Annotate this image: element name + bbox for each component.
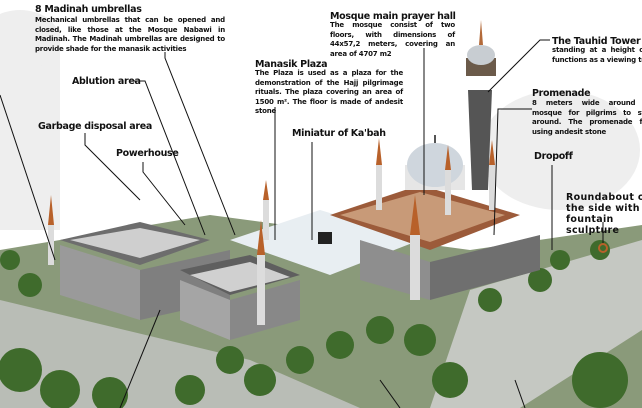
tauhid-tower-title: The Tauhid Tower: [552, 36, 641, 47]
ablution-area-label: Ablution area: [72, 76, 141, 87]
background-ghost-building: [0, 10, 640, 230]
roundabout-label: Roundabout on the side with a fountain s…: [566, 192, 642, 236]
prayer-hall-title: Mosque main prayer hall: [330, 11, 456, 22]
leader-lines: [0, 39, 604, 408]
kabah-miniature-label: Miniatur of Ka'bah: [292, 128, 386, 139]
minarets: [48, 138, 495, 325]
tauhid-tower: [466, 20, 496, 190]
road-right: [430, 240, 642, 408]
powerhouse-label: Powerhouse: [116, 148, 179, 159]
umbrellas-description: Mechanical umbrellas that can be opened …: [35, 16, 225, 53]
prayer-hall-description: The mosque consist of two floors, with d…: [330, 21, 455, 58]
manasik-plaza-title: Manasik Plaza: [255, 59, 328, 70]
dropoff-label: Dropoff: [534, 151, 573, 162]
left-building: [60, 222, 300, 340]
promenade-title: Promenade: [532, 88, 591, 99]
tauhid-tower-description: standing at a height of 66 m functions a…: [552, 46, 642, 64]
promenade-description: 8 meters wide around the mosque for pilg…: [532, 99, 642, 136]
umbrellas-title: 8 Madinah umbrellas: [35, 4, 142, 15]
manasik-plaza-description: The Plaza is used as a plaza for the dem…: [255, 69, 403, 115]
garbage-disposal-label: Garbage disposal area: [38, 121, 152, 132]
main-dome: [407, 143, 463, 187]
kabah-miniature: [318, 232, 332, 244]
roundabout-fountain: [598, 243, 608, 253]
